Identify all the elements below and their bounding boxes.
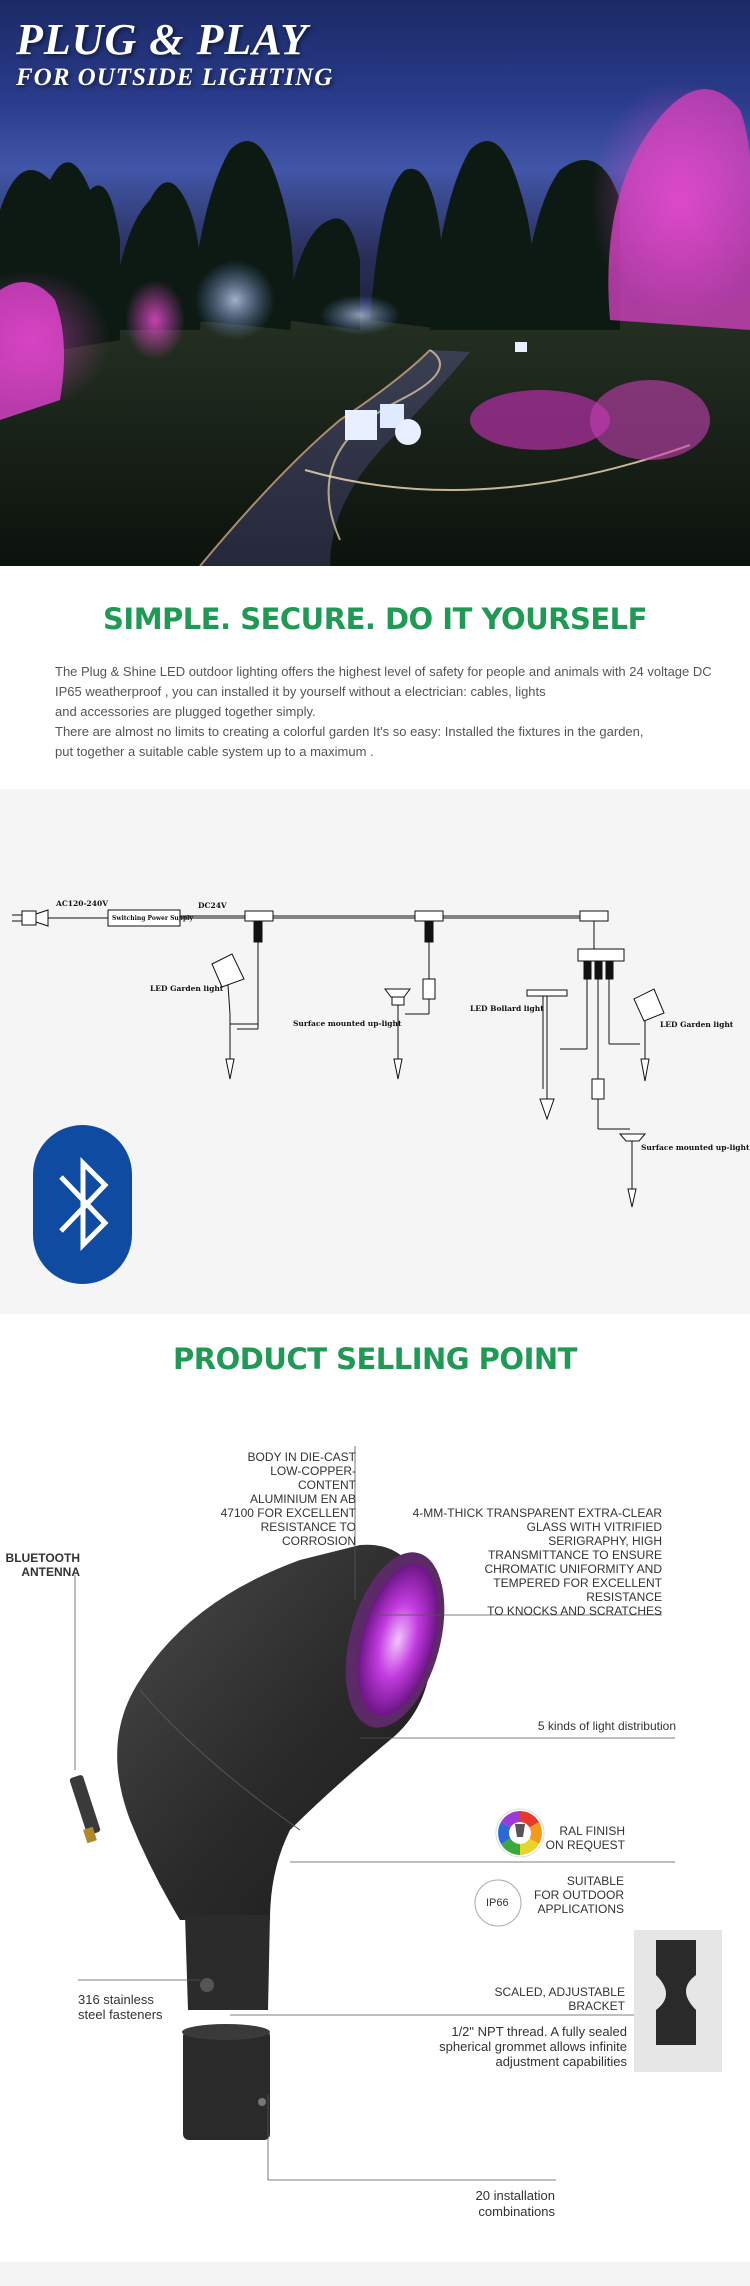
hero-subtitle: FOR OUTSIDE LIGHTING bbox=[16, 64, 334, 91]
intro-line: and accessories are plugged together sim… bbox=[55, 704, 316, 719]
selling-points-section: PRODUCT SELLING POINT bbox=[0, 1314, 750, 2262]
hero-banner: PLUG & PLAY FOR OUTSIDE LIGHTING bbox=[0, 0, 750, 566]
footer-band bbox=[0, 2262, 750, 2286]
ral-finish-label: RAL FINISH ON REQUEST bbox=[545, 1824, 625, 1852]
installation-combinations-label: 20 installation combinations bbox=[475, 2188, 556, 2219]
garden-light-label: LED Garden light bbox=[150, 984, 224, 993]
antenna-label: BLUETOOTH ANTENNA bbox=[5, 1551, 80, 1579]
distribution-label: 5 kinds of light distribution bbox=[537, 1719, 676, 1733]
intro-text: The Plug & Shine LED outdoor lighting of… bbox=[55, 662, 715, 762]
intro-heading: SIMPLE. SECURE. DO IT YOURSELF bbox=[103, 602, 647, 636]
bollard-light-label: LED Bollard light bbox=[470, 1004, 544, 1013]
ip66-badge: IP66 bbox=[486, 1897, 509, 1909]
surface-light-label: Surface mounted up-light bbox=[293, 1019, 402, 1028]
intro-section: SIMPLE. SECURE. DO IT YOURSELF The Plug … bbox=[0, 566, 750, 789]
selling-heading: PRODUCT SELLING POINT bbox=[173, 1342, 577, 1376]
intro-line: There are almost no limits to creating a… bbox=[55, 724, 644, 739]
intro-line: put together a suitable cable system up … bbox=[55, 744, 374, 759]
hero-title: PLUG & PLAY bbox=[16, 15, 309, 64]
bracket-label: SCALED, ADJUSTABLE BRACKET bbox=[494, 1985, 626, 2013]
ac-input-label: AC120-240V bbox=[56, 899, 109, 908]
glass-label: 4-MM-THICK TRANSPARENT EXTRA-CLEAR GLASS… bbox=[412, 1506, 662, 1618]
intro-line: IP65 weatherproof , you can installed it… bbox=[55, 684, 546, 699]
thread-label: 1/2" NPT thread. A fully sealed spherica… bbox=[439, 2024, 627, 2069]
intro-line: The Plug & Shine LED outdoor lighting of… bbox=[55, 664, 712, 679]
garden-night-illustration bbox=[0, 80, 750, 566]
fastener-label: 316 stainless steel fasteners bbox=[78, 1992, 163, 2022]
bluetooth-badge bbox=[33, 1125, 132, 1284]
wiring-diagram: AC120-240V Switching Power Supply DC24V … bbox=[0, 789, 750, 1314]
wiring-schematic bbox=[12, 909, 665, 1208]
outdoor-label: SUITABLE FOR OUTDOOR APPLICATIONS bbox=[534, 1874, 624, 1916]
power-supply-label: Switching Power Supply bbox=[112, 915, 193, 922]
surface-light-label-2: Surface mounted up-light bbox=[641, 1143, 750, 1152]
bluetooth-icon bbox=[59, 1156, 109, 1252]
body-material-label: BODY IN DIE-CAST LOW-COPPER- CONTENT ALU… bbox=[220, 1450, 356, 1548]
garden-light-label-2: LED Garden light bbox=[660, 1020, 734, 1029]
dc-label: DC24V bbox=[198, 901, 227, 910]
